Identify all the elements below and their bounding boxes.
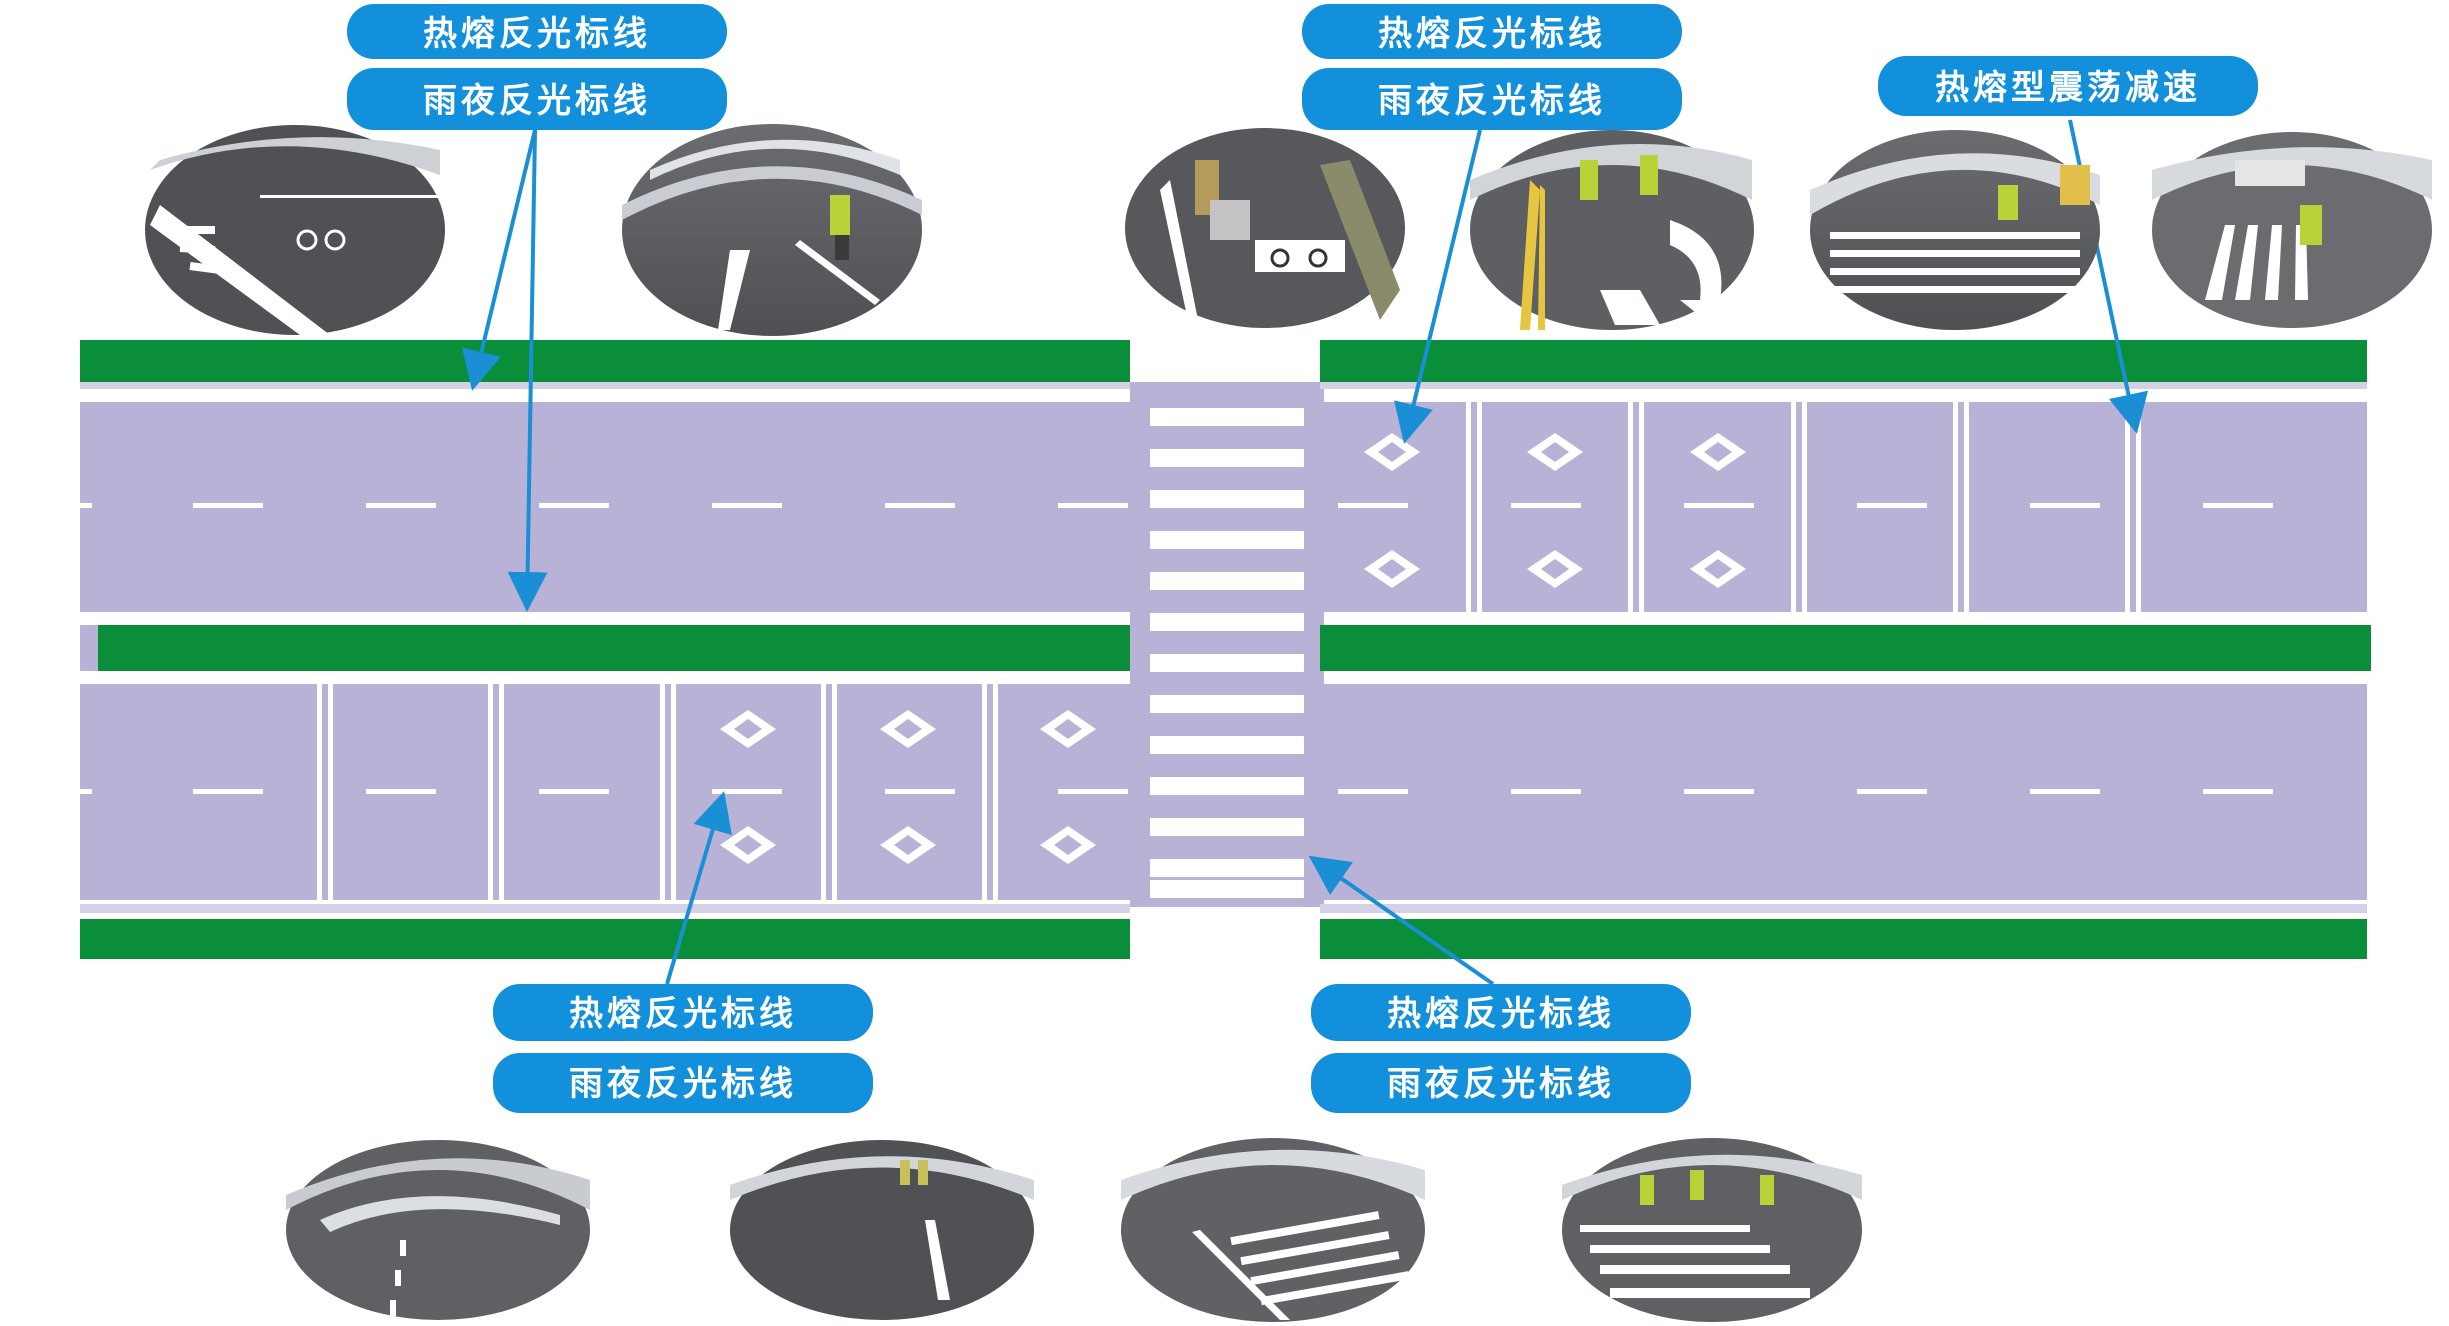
green-belt-bottom-right <box>1320 919 2367 959</box>
photo-bike-lane-symbol <box>145 125 445 335</box>
callout-bottom-left: 热熔反光标线 雨夜反光标线 <box>493 984 873 1113</box>
lane-bottom-right <box>1324 680 2367 904</box>
median-right <box>1320 625 2371 671</box>
arrow-to-crossing <box>1308 855 1495 986</box>
callout-top-left-line2: 雨夜反光标线 <box>423 81 651 121</box>
photo-curved-road <box>286 1140 590 1320</box>
callout-top-right-line1: 热熔型震荡减速 <box>1935 68 2201 108</box>
photo-worker-bike-symbol <box>1125 128 1405 330</box>
callout-top-right: 热熔型震荡减速 <box>1878 56 2258 116</box>
callout-bottom-right-line1: 热熔反光标线 <box>1387 994 1615 1034</box>
arrow-to-top-left-edge <box>462 129 537 391</box>
callout-top-left: 热熔反光标线 雨夜反光标线 <box>347 4 727 130</box>
photo-intersection-crosswalk <box>1121 1138 1425 1322</box>
photo-road-centerline <box>730 1140 1034 1320</box>
green-belt-top-right <box>1320 340 2367 382</box>
zebra-crossing <box>1150 408 1304 898</box>
road-plan <box>80 340 2371 959</box>
green-belt-bottom-left <box>80 919 1130 959</box>
callout-top-center: 热熔反光标线 雨夜反光标线 <box>1302 4 1682 130</box>
lane-top-right <box>1324 398 2367 616</box>
green-belt-top-left <box>80 340 1130 382</box>
callout-top-center-line2: 雨夜反光标线 <box>1378 81 1606 121</box>
callout-bottom-right-line2: 雨夜反光标线 <box>1387 1064 1615 1104</box>
callout-top-center-line1: 热熔反光标线 <box>1378 14 1606 54</box>
photo-crosswalk-workers <box>1562 1138 1862 1322</box>
photo-worker-zebra <box>2152 132 2432 328</box>
arrow-to-top-center-diamond <box>1394 129 1482 444</box>
arrow-to-top-left-median <box>507 129 548 612</box>
diamond-markings <box>720 433 1746 864</box>
callout-bottom-right: 热熔反光标线 雨夜反光标线 <box>1311 984 1691 1113</box>
dashed-lane-lines <box>80 503 2273 794</box>
photo-worker-turn-arrow <box>1470 130 1754 330</box>
callout-bottom-left-line2: 雨夜反光标线 <box>569 1064 797 1104</box>
photo-speed-bump-lines <box>1810 130 2100 330</box>
callout-top-left-line1: 热熔反光标线 <box>423 14 651 54</box>
median-left <box>80 625 1130 671</box>
photo-worker-dashed-line <box>622 124 922 336</box>
callout-bottom-left-line1: 热熔反光标线 <box>569 994 797 1034</box>
transverse-bars-bottom-left <box>317 682 998 902</box>
arrow-to-bottom-left-diamond <box>665 791 732 985</box>
transverse-bars-top-right <box>1466 400 2141 614</box>
